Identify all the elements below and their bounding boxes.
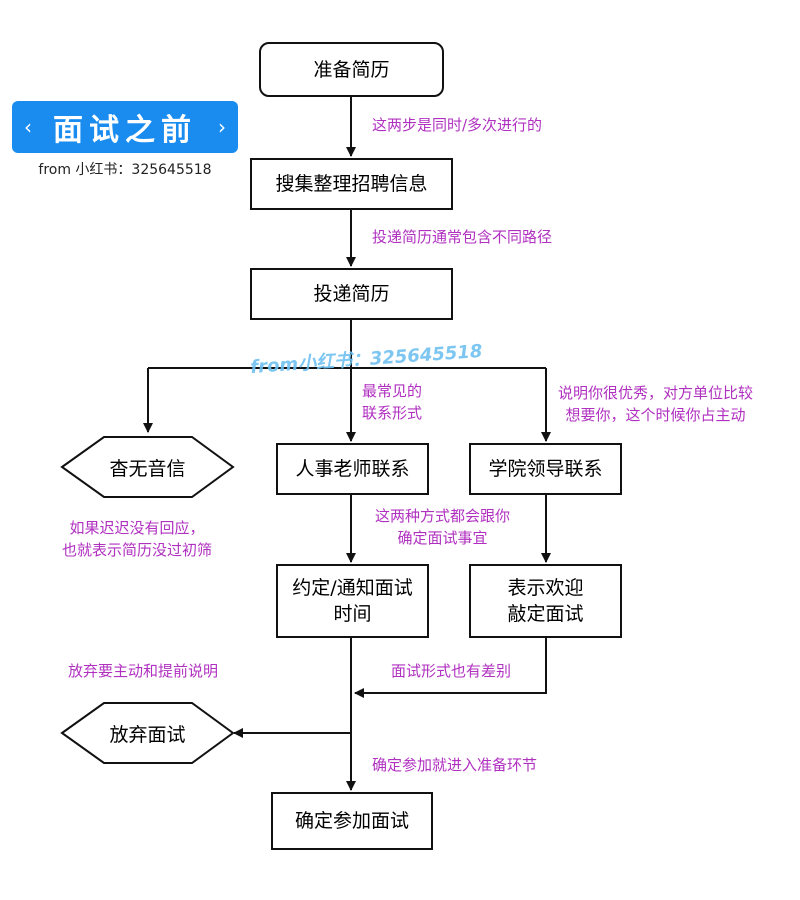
note-give-up: 放弃要主动和提前说明 bbox=[68, 662, 219, 680]
arrow-welcome-merge bbox=[354, 638, 547, 698]
note-no-reply-line1: 如果迟迟没有回应， bbox=[69, 519, 205, 537]
note-excellent: 说明你很优秀，对方单位比较 想要你，这个时候你占主动 bbox=[558, 382, 753, 426]
node-hr-contact: 人事老师联系 bbox=[276, 443, 429, 495]
node-collect-info: 搜集整理招聘信息 bbox=[250, 158, 453, 210]
note-no-reply-line2: 也就表示简历没过初筛 bbox=[62, 541, 213, 559]
node-give-up-label: 放弃面试 bbox=[109, 723, 186, 746]
node-welcome-line1: 表示欢迎 bbox=[507, 577, 584, 599]
node-prepare-resume: 准备简历 bbox=[259, 42, 444, 97]
note-excellent-line1: 说明你很优秀，对方单位比较 bbox=[558, 384, 754, 402]
note-both: 这两种方式都会跟你 确定面试事宜 bbox=[375, 505, 510, 549]
no-response-hex bbox=[60, 436, 235, 498]
node-leader-contact-label: 学院领导联系 bbox=[488, 458, 603, 480]
note-paths: 投递简历通常包含不同路径 bbox=[372, 228, 553, 246]
node-welcome-interview: 表示欢迎 敲定面试 bbox=[469, 564, 622, 638]
node-schedule-line2: 时间 bbox=[333, 603, 372, 625]
note-form-diff: 面试形式也有差别 bbox=[391, 662, 512, 680]
node-collect-info-label: 搜集整理招聘信息 bbox=[275, 173, 428, 195]
note-common-line2: 联系形式 bbox=[362, 404, 423, 422]
note-common: 最常见的 联系形式 bbox=[362, 380, 422, 424]
node-confirm-interview: 确定参加面试 bbox=[271, 792, 433, 850]
node-leader-contact: 学院领导联系 bbox=[469, 443, 622, 495]
note-simultaneous: 这两步是同时/多次进行的 bbox=[372, 116, 543, 134]
note-common-line1: 最常见的 bbox=[362, 382, 423, 400]
note-excellent-line2: 想要你，这个时候你占主动 bbox=[565, 406, 746, 424]
node-no-response: 杳无音信 bbox=[62, 437, 233, 497]
chevron-left-icon: ‹ bbox=[24, 115, 32, 139]
give-up-hex bbox=[60, 702, 235, 764]
credit-text: from 小红书：325645518 bbox=[38, 162, 212, 178]
note-no-reply: 如果迟迟没有回应， 也就表示简历没过初筛 bbox=[62, 517, 212, 561]
node-schedule-interview: 约定/通知面试 时间 bbox=[276, 564, 429, 638]
node-hr-contact-label: 人事老师联系 bbox=[295, 458, 410, 480]
node-give-up: 放弃面试 bbox=[62, 703, 233, 763]
node-prepare-resume-label: 准备简历 bbox=[313, 58, 390, 81]
node-submit-resume: 投递简历 bbox=[250, 268, 453, 320]
node-no-response-label: 杳无音信 bbox=[109, 457, 186, 480]
node-welcome-line2: 敲定面试 bbox=[507, 603, 584, 625]
chevron-right-icon: › bbox=[218, 115, 226, 139]
note-both-line2: 确定面试事宜 bbox=[397, 529, 488, 547]
node-confirm-label: 确定参加面试 bbox=[294, 810, 409, 832]
badge-title: 面试之前 bbox=[53, 113, 197, 148]
note-both-line1: 这两种方式都会跟你 bbox=[375, 507, 511, 525]
title-badge: ‹ 面试之前 › bbox=[12, 101, 238, 153]
node-submit-resume-label: 投递简历 bbox=[313, 283, 390, 305]
note-confirm: 确定参加就进入准备环节 bbox=[372, 756, 538, 774]
node-schedule-line1: 约定/通知面试 bbox=[292, 577, 413, 599]
